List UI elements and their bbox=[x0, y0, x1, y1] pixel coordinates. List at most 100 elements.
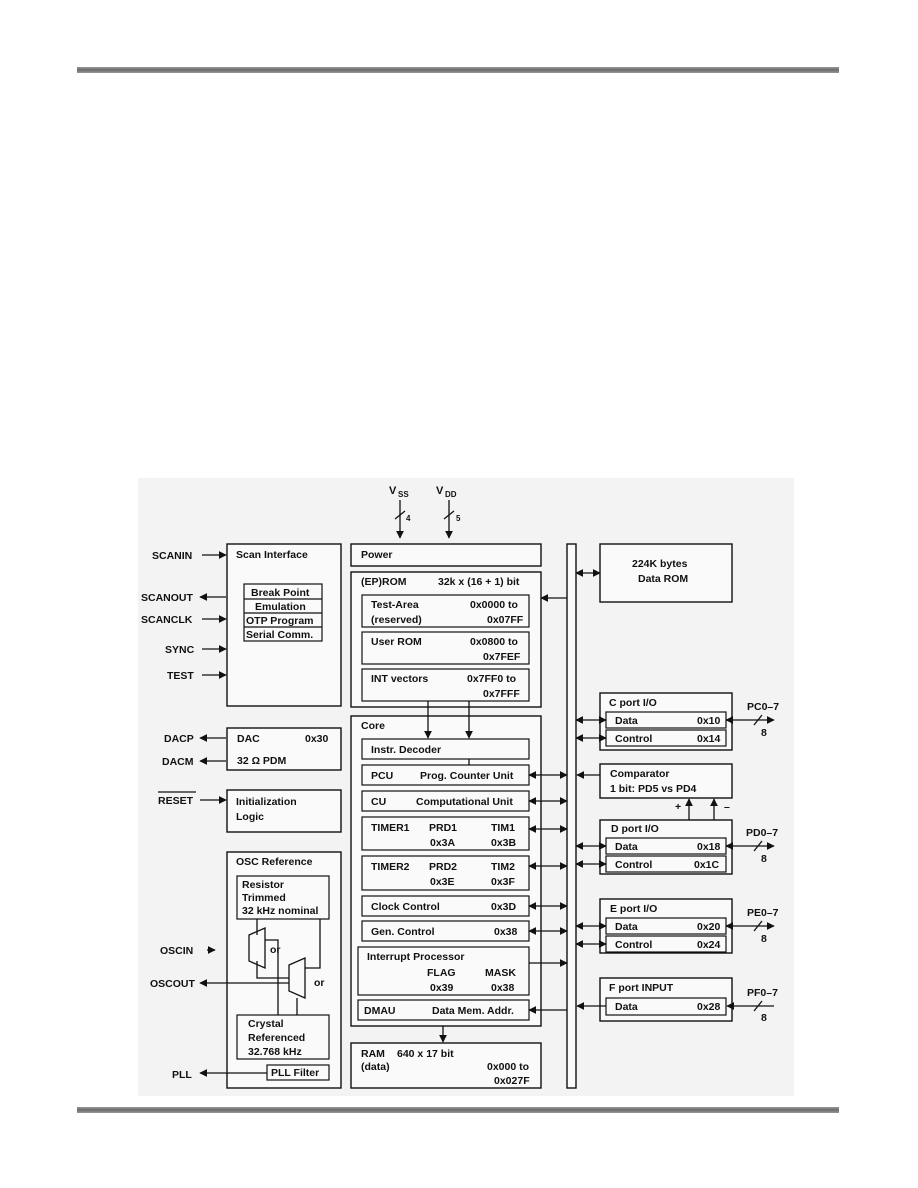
data-rom-line1: 224K bytes bbox=[632, 558, 688, 570]
pcu-name: PCU bbox=[371, 770, 393, 782]
init-line1: Initialization bbox=[236, 796, 297, 808]
e-port-control-addr: 0x24 bbox=[697, 939, 721, 951]
pcu-desc: Prog. Counter Unit bbox=[420, 770, 514, 782]
pin-oscout: OSCOUT bbox=[150, 978, 196, 990]
comparator-title: Comparator bbox=[610, 768, 670, 780]
pin-scanclk: SCANCLK bbox=[141, 614, 193, 626]
timer2-tim-addr: 0x3F bbox=[491, 876, 516, 888]
gen-control-addr: 0x38 bbox=[494, 926, 518, 938]
instr-decoder-label: Instr. Decoder bbox=[371, 744, 441, 756]
vss-subscript: SS bbox=[398, 490, 409, 499]
timer1-prd-addr: 0x3A bbox=[430, 837, 456, 849]
pin-pll: PLL bbox=[172, 1069, 192, 1081]
osc-title: OSC Reference bbox=[236, 856, 313, 868]
timer2-tim: TIM2 bbox=[491, 861, 515, 873]
d-port-width: 8 bbox=[761, 853, 767, 865]
e-port-bus-slash bbox=[753, 920, 763, 932]
dac-title: DAC bbox=[237, 733, 260, 745]
resistor-box bbox=[236, 875, 330, 920]
vss-slash bbox=[394, 510, 406, 520]
c-port-pins: PC0–7 bbox=[747, 701, 779, 713]
timer1-prd: PRD1 bbox=[429, 822, 457, 834]
scan-interface-title: Scan Interface bbox=[236, 549, 308, 561]
comparator-desc: 1 bit: PD5 vs PD4 bbox=[610, 783, 697, 795]
crystal-line2: Referenced bbox=[248, 1032, 305, 1044]
e-port-width: 8 bbox=[761, 933, 767, 945]
dac-block bbox=[226, 727, 342, 771]
data-rom-line2: Data ROM bbox=[638, 573, 688, 585]
rom-test-area-box bbox=[361, 594, 530, 628]
c-port-width: 8 bbox=[761, 727, 767, 739]
timer1-tim: TIM1 bbox=[491, 822, 515, 834]
e-port-data-label: Data bbox=[615, 921, 638, 933]
osc-or-1: or bbox=[270, 944, 281, 956]
rom-test-area-name: Test-Area bbox=[371, 599, 419, 611]
cu-name: CU bbox=[371, 796, 386, 808]
ram-size: 640 x 17 bit bbox=[397, 1048, 454, 1060]
header-rule bbox=[77, 67, 839, 73]
f-port-data-label: Data bbox=[615, 1001, 638, 1013]
osc-or-2: or bbox=[314, 977, 325, 989]
crystal-box bbox=[236, 1014, 330, 1060]
dmau-name: DMAU bbox=[364, 1005, 396, 1017]
d-port-pins: PD0–7 bbox=[746, 827, 778, 839]
rom-user-from: 0x0800 to bbox=[470, 636, 518, 648]
rom-test-area-to: 0x07FF bbox=[487, 614, 524, 626]
scan-item-break-point: Break Point bbox=[251, 587, 310, 599]
c-port-control-label: Control bbox=[615, 733, 652, 745]
rom-test-area-from: 0x0000 to bbox=[470, 599, 518, 611]
ram-block bbox=[350, 1042, 542, 1089]
rom-int-vectors-to: 0x7FFF bbox=[483, 688, 520, 700]
vss-count: 4 bbox=[406, 514, 411, 523]
power-block bbox=[350, 543, 542, 567]
comparator-block bbox=[599, 763, 733, 799]
d-port-data-label: Data bbox=[615, 841, 638, 853]
scan-item-serial-comm: Serial Comm. bbox=[246, 629, 313, 641]
interrupt-name: Interrupt Processor bbox=[367, 951, 464, 963]
timer2-box bbox=[361, 855, 530, 891]
e-port-control-label: Control bbox=[615, 939, 652, 951]
cu-desc: Computational Unit bbox=[416, 796, 513, 808]
f-port-bus-slash bbox=[753, 1000, 763, 1012]
crystal-link bbox=[265, 939, 279, 1015]
scan-item-otp-program: OTP Program bbox=[246, 615, 314, 627]
vss-label: V bbox=[389, 485, 397, 497]
pin-scanin: SCANIN bbox=[152, 550, 192, 562]
dac-description: 32 Ω PDM bbox=[237, 755, 287, 767]
d-port-control-label: Control bbox=[615, 859, 652, 871]
rom-test-area-name2: (reserved) bbox=[371, 614, 422, 626]
resistor-to-mux2 bbox=[305, 919, 321, 969]
c-port-title: C port I/O bbox=[609, 697, 657, 709]
pll-filter-label: PLL Filter bbox=[271, 1067, 319, 1079]
c-port-data-label: Data bbox=[615, 715, 638, 727]
resistor-line2: Trimmed bbox=[242, 892, 286, 904]
instr-decoder-box bbox=[361, 738, 530, 760]
d-port-data-addr: 0x18 bbox=[697, 841, 721, 853]
vss-supply: V SS 4 bbox=[389, 485, 411, 539]
power-title: Power bbox=[361, 549, 393, 561]
pin-dacp: DACP bbox=[164, 733, 194, 745]
crystal-line1: Crystal bbox=[248, 1018, 284, 1030]
crystal-line3: 32.768 kHz bbox=[248, 1046, 302, 1058]
ram-sub: (data) bbox=[361, 1061, 390, 1073]
f-port-width: 8 bbox=[761, 1012, 767, 1024]
d-port-bus-slash bbox=[753, 840, 763, 852]
vdd-subscript: DD bbox=[445, 490, 457, 499]
data-rom-block bbox=[599, 543, 733, 603]
ram-to: 0x027F bbox=[494, 1075, 530, 1087]
timer2-prd-addr: 0x3E bbox=[430, 876, 455, 888]
interrupt-flag-addr: 0x39 bbox=[430, 982, 454, 994]
e-port-data-addr: 0x20 bbox=[697, 921, 721, 933]
pin-test: TEST bbox=[167, 670, 194, 682]
d-port-control-addr: 0x1C bbox=[694, 859, 720, 871]
e-port-pins: PE0–7 bbox=[747, 907, 779, 919]
timer2-name: TIMER2 bbox=[371, 861, 410, 873]
gen-control-name: Gen. Control bbox=[371, 926, 435, 938]
vdd-supply: V DD 5 bbox=[436, 485, 461, 539]
clock-control-addr: 0x3D bbox=[491, 901, 517, 913]
scan-item-emulation: Emulation bbox=[255, 601, 306, 613]
footer-rule bbox=[77, 1107, 839, 1113]
core-title: Core bbox=[361, 720, 385, 732]
dmau-desc: Data Mem. Addr. bbox=[432, 1005, 514, 1017]
